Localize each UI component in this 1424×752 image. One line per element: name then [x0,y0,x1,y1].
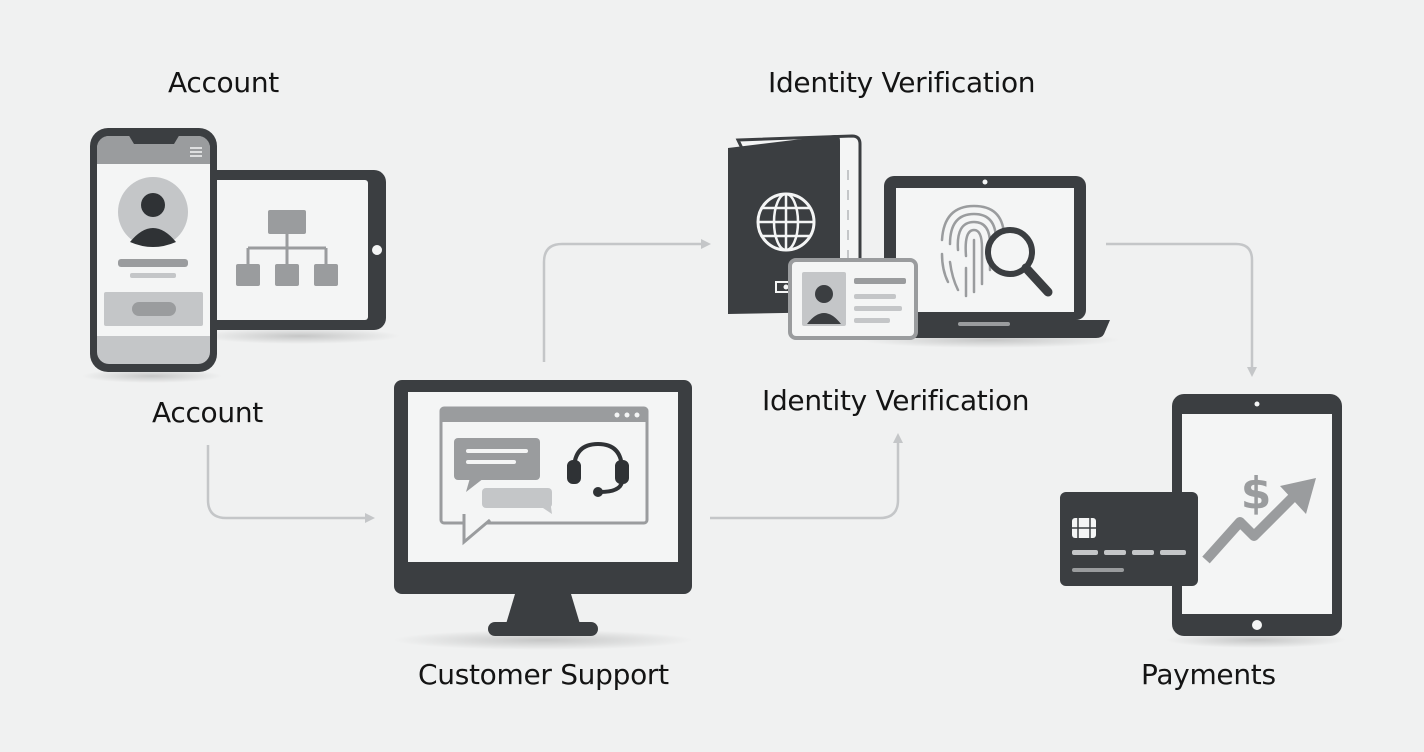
smartphone-profile-icon [82,128,222,383]
dollar-sign-icon: $ [1241,468,1272,519]
arrow-identity-to-payments [1106,242,1257,377]
credit-card-icon [1060,492,1198,586]
headset-icon [567,441,629,497]
tablet-sitemap-icon [198,170,400,344]
arrow-account-to-support [206,445,375,523]
customer-support-title: Customer Support [418,658,669,691]
laptop-fingerprint-icon [860,176,1120,348]
arrow-support-to-identity-top [542,239,711,362]
account-title-top: Account [168,66,279,99]
chat-bubbles-icon [454,438,552,546]
connector-arrows [206,239,1257,523]
payments-title: Payments [1141,658,1276,691]
tablet-growth-icon [1166,394,1346,648]
identity-verification-title-top: Identity Verification [768,66,1036,99]
arrow-support-to-identity-mid [710,433,903,520]
id-card-icon [788,258,918,340]
account-title-bottom: Account [152,396,263,429]
identity-verification-title-mid: Identity Verification [762,384,1030,417]
